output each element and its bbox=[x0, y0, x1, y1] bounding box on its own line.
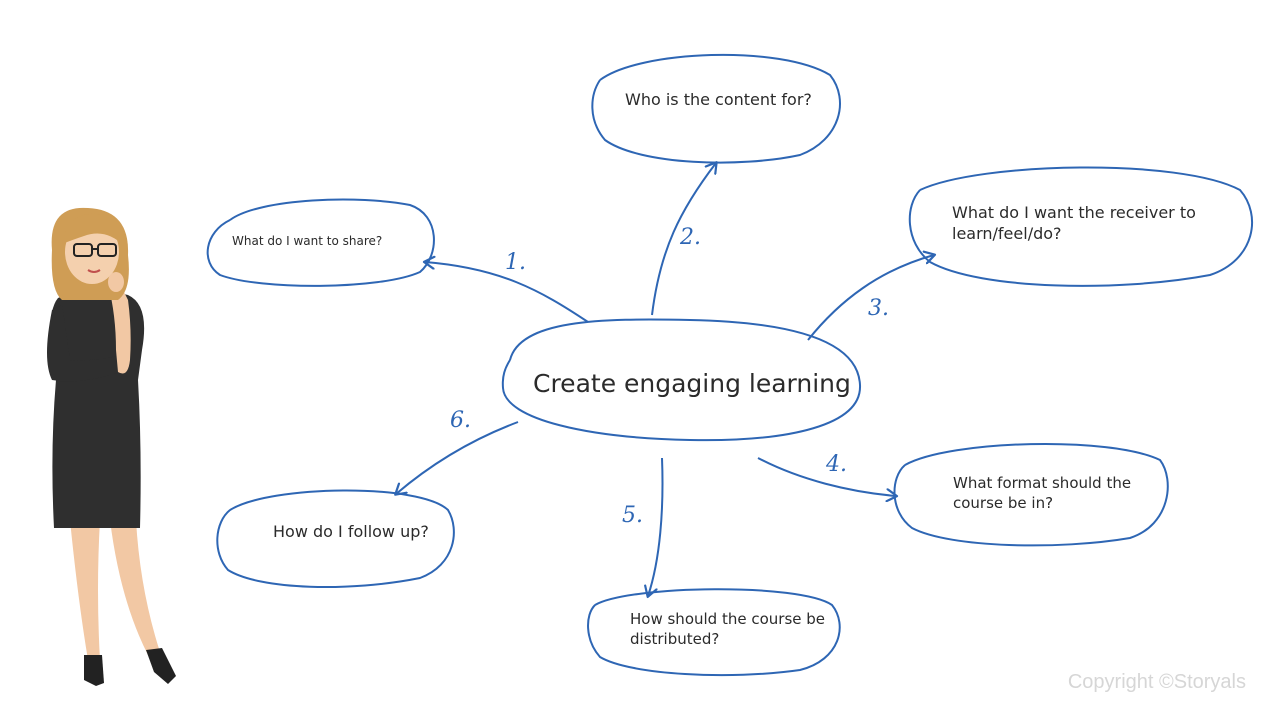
number-3: 3. bbox=[868, 296, 889, 321]
node-2-outline bbox=[591, 53, 841, 164]
node-6-outline bbox=[216, 489, 455, 588]
arrow-4 bbox=[757, 457, 896, 496]
number-6: 6. bbox=[450, 408, 471, 433]
node-1-outline bbox=[206, 198, 435, 287]
number-1: 1. bbox=[505, 250, 526, 275]
center-node-label: Create engaging learning bbox=[533, 369, 851, 398]
node-3-label: What do I want the receiver to learn/fee… bbox=[952, 203, 1196, 243]
arrow-2 bbox=[651, 163, 716, 316]
node-1-label: What do I want to share? bbox=[232, 234, 383, 248]
arrow-3 bbox=[807, 255, 934, 341]
arrow-6 bbox=[396, 421, 519, 494]
node-2-label: Who is the content for? bbox=[625, 90, 812, 109]
arrow-1 bbox=[425, 262, 589, 323]
node-4-outline bbox=[893, 442, 1169, 547]
node-5-label: How should the course be distributed? bbox=[630, 610, 825, 648]
node-5-outline bbox=[587, 588, 841, 677]
node-4-label: What format should the course be in? bbox=[953, 474, 1132, 512]
center-node-outline bbox=[501, 318, 862, 442]
arrow-5 bbox=[648, 457, 664, 596]
number-5: 5. bbox=[622, 503, 643, 528]
copyright-notice: Copyright ©Storyals bbox=[1067, 671, 1246, 693]
number-4: 4. bbox=[826, 452, 847, 477]
number-2: 2. bbox=[680, 225, 701, 250]
thinking-woman-illustration bbox=[47, 207, 176, 686]
node-6-label: How do I follow up? bbox=[273, 522, 429, 541]
